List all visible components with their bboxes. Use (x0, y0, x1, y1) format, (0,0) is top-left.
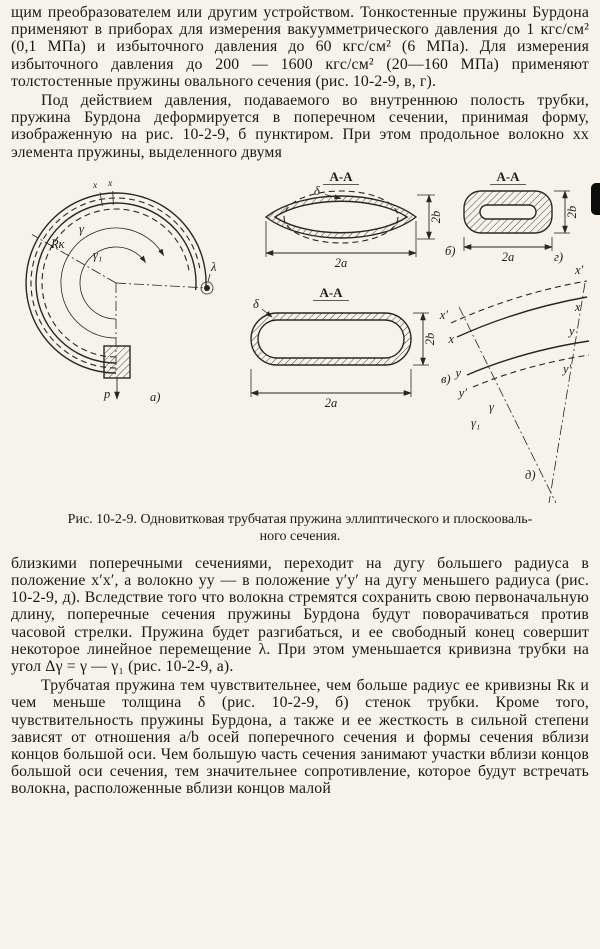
radius-ray-left (458, 306, 557, 503)
tube-inner-wall (35, 202, 197, 364)
diagram-g-thick-oval-section: А-А 2a 2b г) (463, 171, 579, 264)
deformed-tube-outer (30, 197, 201, 369)
arc-y-prime (472, 354, 590, 388)
sublabel-v: в) (441, 372, 451, 386)
label-section-aa: А-А (319, 285, 343, 300)
label-y-prime: y′ (561, 362, 572, 376)
delta-leader (324, 193, 342, 200)
sublabel-g: г) (554, 250, 563, 264)
label-radius-k: Rк (50, 237, 65, 251)
figure-caption: Рис. 10-2-9. Одновитковая трубчатая пруж… (11, 511, 589, 545)
label-lambda: λ (210, 260, 217, 274)
label-2b: 2b (565, 206, 579, 219)
label-fiber-x: x (107, 179, 113, 189)
label-2b: 2b (429, 211, 443, 224)
angle-arc-gamma (60, 227, 164, 339)
label-y: y (567, 324, 575, 338)
radius-line (31, 233, 117, 284)
label-x-prime: x′ (574, 263, 584, 277)
radius-line-to-tip (115, 282, 208, 289)
diagram-a-bourdon-tube: Rк γ γ₁ x x λ p а) (25, 179, 217, 404)
scan-artifact (591, 183, 600, 215)
deformed-tube-inner (41, 208, 190, 358)
paragraph-2: Под действием давления, подаваемого во в… (11, 92, 589, 161)
diagram-b-elliptical-section: А-А δ 2a 2b б) (264, 171, 455, 270)
figure-10-2-9: Rк γ γ₁ x x λ p а) А-А δ 2 (11, 171, 590, 545)
label-section-aa: А-А (329, 171, 353, 184)
sublabel-d: д) (525, 468, 536, 482)
label-pressure: p (103, 387, 110, 401)
arc-x-prime (450, 280, 588, 324)
arc-x (456, 296, 588, 338)
delta-leader (261, 308, 273, 318)
paragraph-3: близкими поперечными сечениями, переходи… (11, 554, 589, 676)
paragraph-4: Трубчатая пружина тем чувствительнее, че… (11, 677, 589, 798)
label-x: x (574, 300, 581, 314)
label-2a: 2a (502, 250, 515, 264)
angle-arc-gamma1 (79, 246, 146, 320)
figure-caption-line-2: ного сечения. (259, 528, 341, 544)
oval-inner-slot (479, 204, 537, 220)
figure-drawing: Rк γ γ₁ x x λ p а) А-А δ 2 (25, 171, 590, 503)
label-delta: δ (253, 297, 259, 311)
label-fiber-x: x (92, 181, 98, 191)
label-x-prime: x′ (439, 308, 449, 322)
label-gamma: γ (489, 400, 495, 414)
label-2a: 2a (335, 256, 348, 270)
sublabel-a: а) (150, 390, 160, 404)
lambda-leader (207, 273, 211, 282)
label-gamma1: γ₁ (471, 416, 480, 430)
free-end-knob (204, 284, 210, 291)
diagram-d-fiber-arcs: x′ x x′ x y y′ y y′ γ γ₁ д) (439, 263, 590, 503)
label-y: y (453, 366, 461, 380)
free-end-knob-ring (200, 281, 214, 295)
tube-outer-wall (25, 192, 207, 374)
paragraph-1: щим преобразователем или другим устройст… (11, 4, 589, 90)
arc-y (466, 340, 590, 376)
radius-ray-right (548, 282, 586, 503)
diagram-v-flat-oval-section: А-А δ 2a 2b в) (250, 285, 451, 410)
sublabel-b: б) (445, 244, 455, 258)
label-gamma1: γ₁ (93, 248, 102, 262)
fiber-tick (99, 192, 103, 207)
stadium-inner-wall (257, 319, 405, 359)
label-2a: 2a (325, 396, 338, 410)
deformed-section-dashed (283, 190, 399, 244)
label-x: x (447, 332, 454, 346)
fiber-tick (112, 190, 114, 205)
figure-caption-line-1: Рис. 10-2-9. Одновитковая трубчатая пруж… (67, 511, 533, 527)
label-gamma: γ (79, 222, 85, 236)
label-section-aa: А-А (496, 171, 520, 184)
label-y-prime: y′ (457, 386, 468, 400)
ellipse-inner-wall (273, 200, 409, 234)
label-2b: 2b (423, 333, 437, 346)
label-delta: δ (314, 184, 320, 198)
